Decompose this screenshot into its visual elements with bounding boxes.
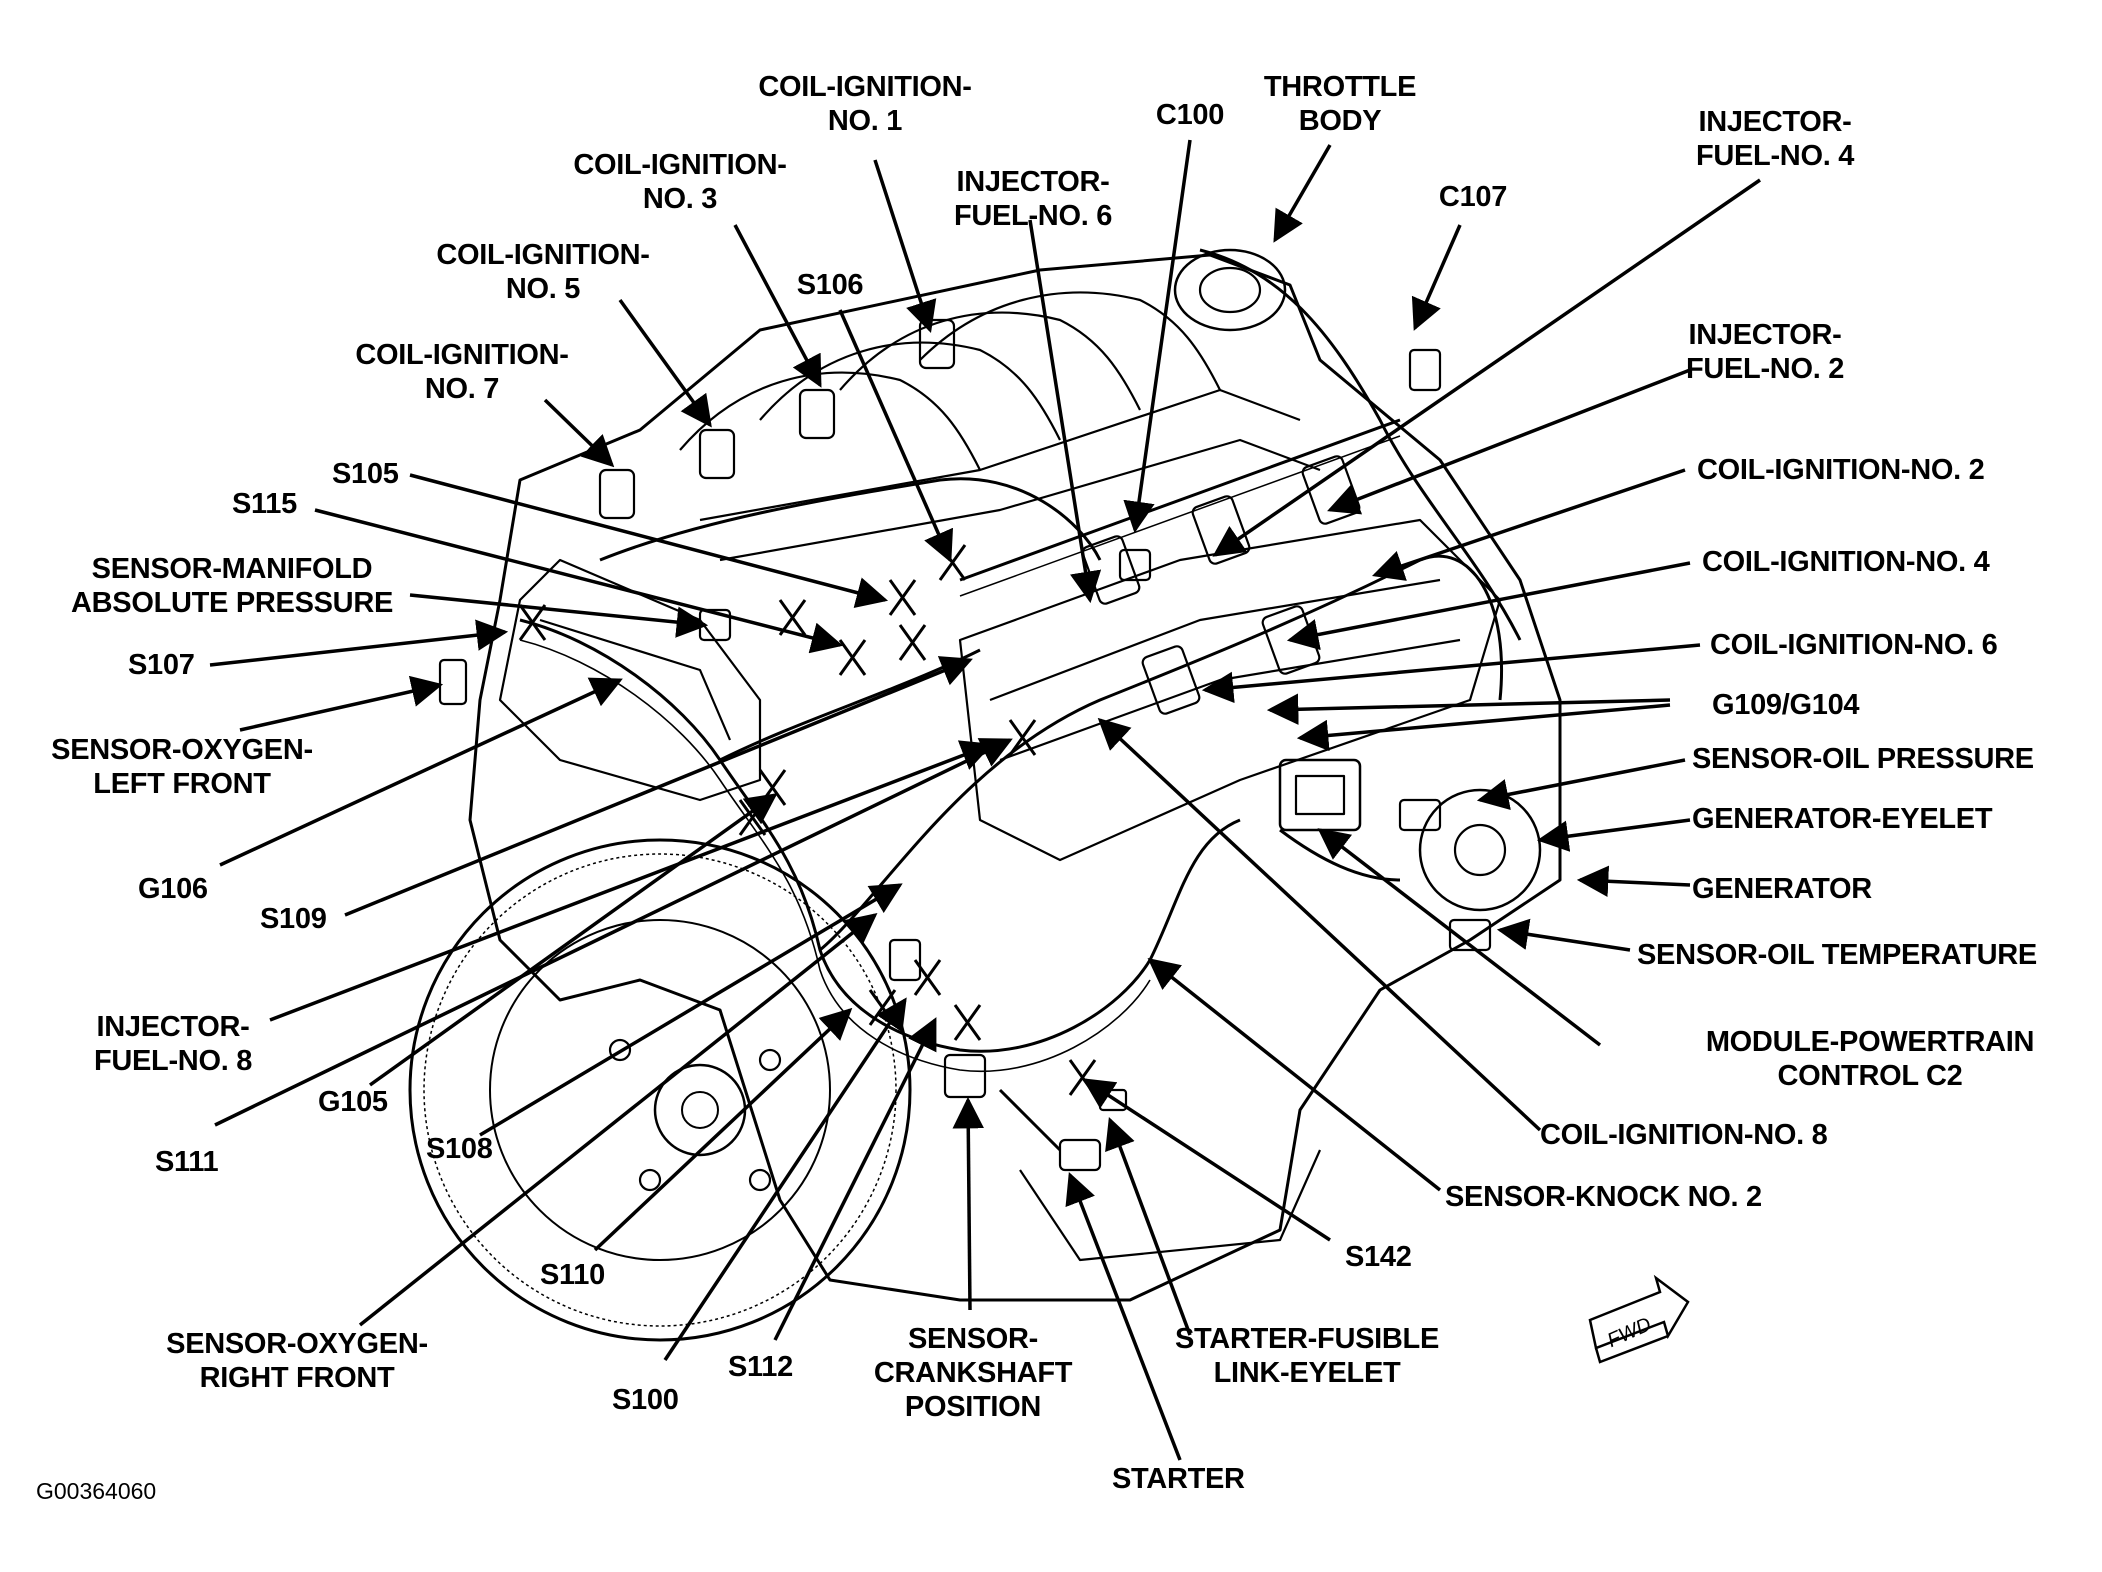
label-injector-fuel-no-4: INJECTOR- FUEL-NO. 4: [1695, 106, 1855, 172]
label-s112: S112: [728, 1351, 793, 1383]
label-injector-fuel-no-8: INJECTOR- FUEL-NO. 8: [93, 1011, 253, 1077]
label-sensor-oxygen-right-front: SENSOR-OXYGEN- RIGHT FRONT: [166, 1328, 428, 1394]
label-coil-ignition-no-8: COIL-IGNITION-NO. 8: [1540, 1119, 1828, 1151]
label-sensor-knock-no-2: SENSOR-KNOCK NO. 2: [1445, 1181, 1762, 1213]
label-s107: S107: [128, 649, 195, 681]
forward-arrow-icon: [1588, 1274, 1690, 1364]
figure-id: G00364060: [36, 1478, 157, 1504]
label-coil-ignition-no-6: COIL-IGNITION-NO. 6: [1710, 629, 1998, 661]
label-starter: STARTER: [1112, 1463, 1245, 1495]
engine-outline: [408, 248, 1562, 1342]
label-s111: S111: [155, 1146, 219, 1178]
label-coil-ignition-no-3: COIL-IGNITION- NO. 3: [573, 149, 787, 215]
label-g109-g104: G109/G104: [1712, 689, 1860, 721]
label-module-powertrain-control-c2: MODULE-POWERTRAIN CONTROL C2: [1705, 1026, 2035, 1092]
label-sensor-manifold-absolute-pressure: SENSOR-MANIFOLD ABSOLUTE PRESSURE: [71, 553, 393, 619]
label-sensor-oil-pressure: SENSOR-OIL PRESSURE: [1692, 743, 2034, 775]
label-s109: S109: [260, 903, 327, 935]
label-coil-ignition-no-4: COIL-IGNITION-NO. 4: [1702, 546, 1990, 578]
label-sensor-oil-temperature: SENSOR-OIL TEMPERATURE: [1637, 939, 2037, 971]
label-generator: GENERATOR: [1692, 873, 1872, 905]
label-sensor-crankshaft-position: SENSOR- CRANKSHAFT POSITION: [873, 1323, 1073, 1423]
label-s115: S115: [232, 488, 297, 520]
label-s100: S100: [612, 1384, 679, 1416]
label-injector-fuel-no-2: INJECTOR- FUEL-NO. 2: [1685, 319, 1845, 385]
label-s106: S106: [796, 269, 864, 301]
label-g105: G105: [318, 1086, 388, 1118]
label-coil-ignition-no-1: COIL-IGNITION- NO. 1: [758, 71, 972, 137]
label-g106: G106: [138, 873, 208, 905]
label-s105: S105: [332, 458, 399, 490]
splice-markers: [518, 544, 1097, 1096]
label-c100: C100: [1155, 99, 1225, 131]
leader-lines: [209, 139, 1761, 1461]
label-generator-eyelet: GENERATOR-EYELET: [1692, 803, 1993, 835]
wiring-harness: [519, 248, 1522, 1152]
label-coil-ignition-no-2: COIL-IGNITION-NO. 2: [1697, 454, 1985, 486]
label-s108: S108: [426, 1133, 493, 1165]
fwd-label: FWD: [1604, 1313, 1655, 1352]
label-sensor-oxygen-left-front: SENSOR-OXYGEN- LEFT FRONT: [51, 734, 313, 800]
label-coil-ignition-no-5: COIL-IGNITION- NO. 5: [436, 239, 650, 305]
label-s142: S142: [1345, 1241, 1412, 1273]
label-injector-fuel-no-6: INJECTOR- FUEL-NO. 6: [953, 166, 1113, 232]
label-c107: C107: [1438, 181, 1508, 213]
label-starter-fusible-link-eyelet: STARTER-FUSIBLE LINK-EYELET: [1174, 1323, 1440, 1389]
label-throttle-body: THROTTLE BODY: [1263, 71, 1417, 137]
fwd-text: FWD: [1604, 1313, 1655, 1352]
label-coil-ignition-no-7: COIL-IGNITION- NO. 7: [355, 339, 569, 405]
label-s110: S110: [540, 1259, 605, 1291]
